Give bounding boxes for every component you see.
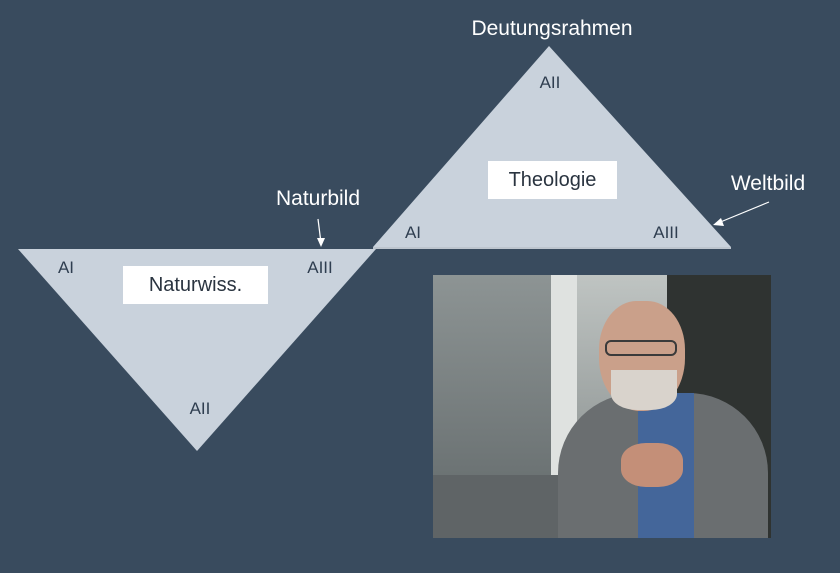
photo-glasses [605,340,677,356]
deutungsrahmen-label: Deutungsrahmen [471,17,632,40]
weltbild-arrowhead [713,218,724,226]
naturwiss-bottom-label: AII [190,399,211,418]
naturwiss-left-label: AI [58,258,74,277]
theologie-title: Theologie [508,168,597,191]
naturwiss-right-label: AIII [307,258,333,277]
naturwiss-triangle [18,249,376,451]
weltbild-label: Weltbild [731,172,805,195]
weltbild-arrow [717,201,770,224]
naturbild-arrowhead [317,238,325,247]
portrait-photo [433,275,771,538]
photo-window-left [433,275,551,475]
theologie-right-label: AIII [653,223,679,242]
photo-hand [621,443,683,487]
theologie-apex-label: AII [540,73,561,92]
naturwiss-title-box: Naturwiss. [123,266,268,304]
theologie-triangle [373,46,731,247]
theologie-left-label: AI [405,223,421,242]
naturwiss-title: Naturwiss. [148,273,243,296]
photo-beard [611,370,677,410]
theologie-title-box: Theologie [488,161,617,199]
naturbild-label: Naturbild [276,187,360,210]
